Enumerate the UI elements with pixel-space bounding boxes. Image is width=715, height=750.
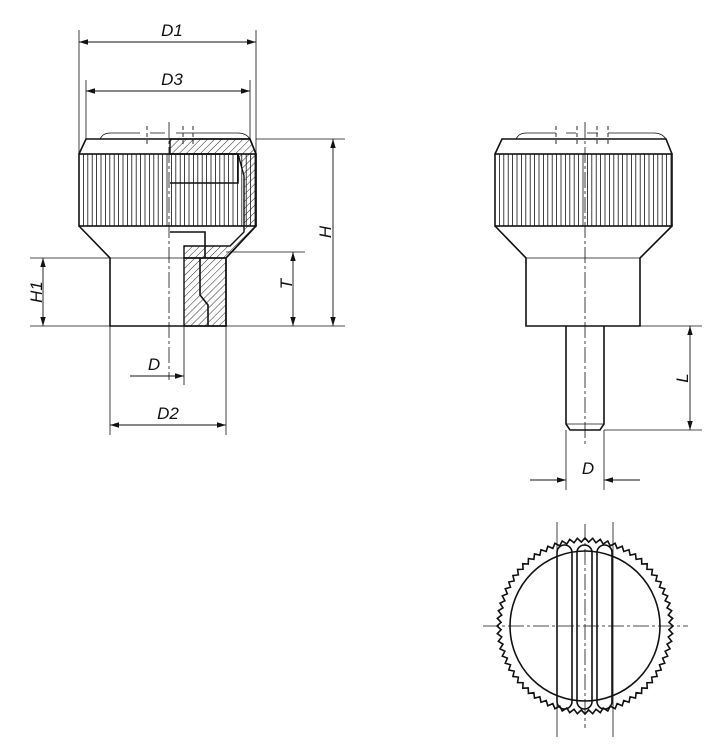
knurl-band-lines [83, 154, 256, 226]
label-h: H [316, 225, 335, 238]
section-hatch-shank [183, 257, 227, 327]
top-view [483, 522, 688, 737]
label-d-bore: D [148, 355, 160, 374]
label-h1: H1 [27, 281, 46, 303]
label-d-stud: D [582, 459, 594, 478]
label-t: T [277, 277, 296, 289]
knurl-band-lines [498, 154, 672, 226]
sectioned-side-view [78, 122, 257, 380]
label-d2: D2 [157, 404, 179, 423]
labels-left: D1 D3 H T H1 D D2 [27, 21, 335, 423]
labels-right: L D [582, 373, 692, 478]
label-l: L [673, 373, 692, 382]
section-hatch-cap [169, 138, 257, 259]
dimensions-right [530, 325, 702, 490]
label-d3: D3 [161, 70, 183, 89]
label-d1: D1 [161, 21, 183, 40]
dimensions-left [30, 30, 345, 435]
exterior-side-view [494, 122, 673, 445]
